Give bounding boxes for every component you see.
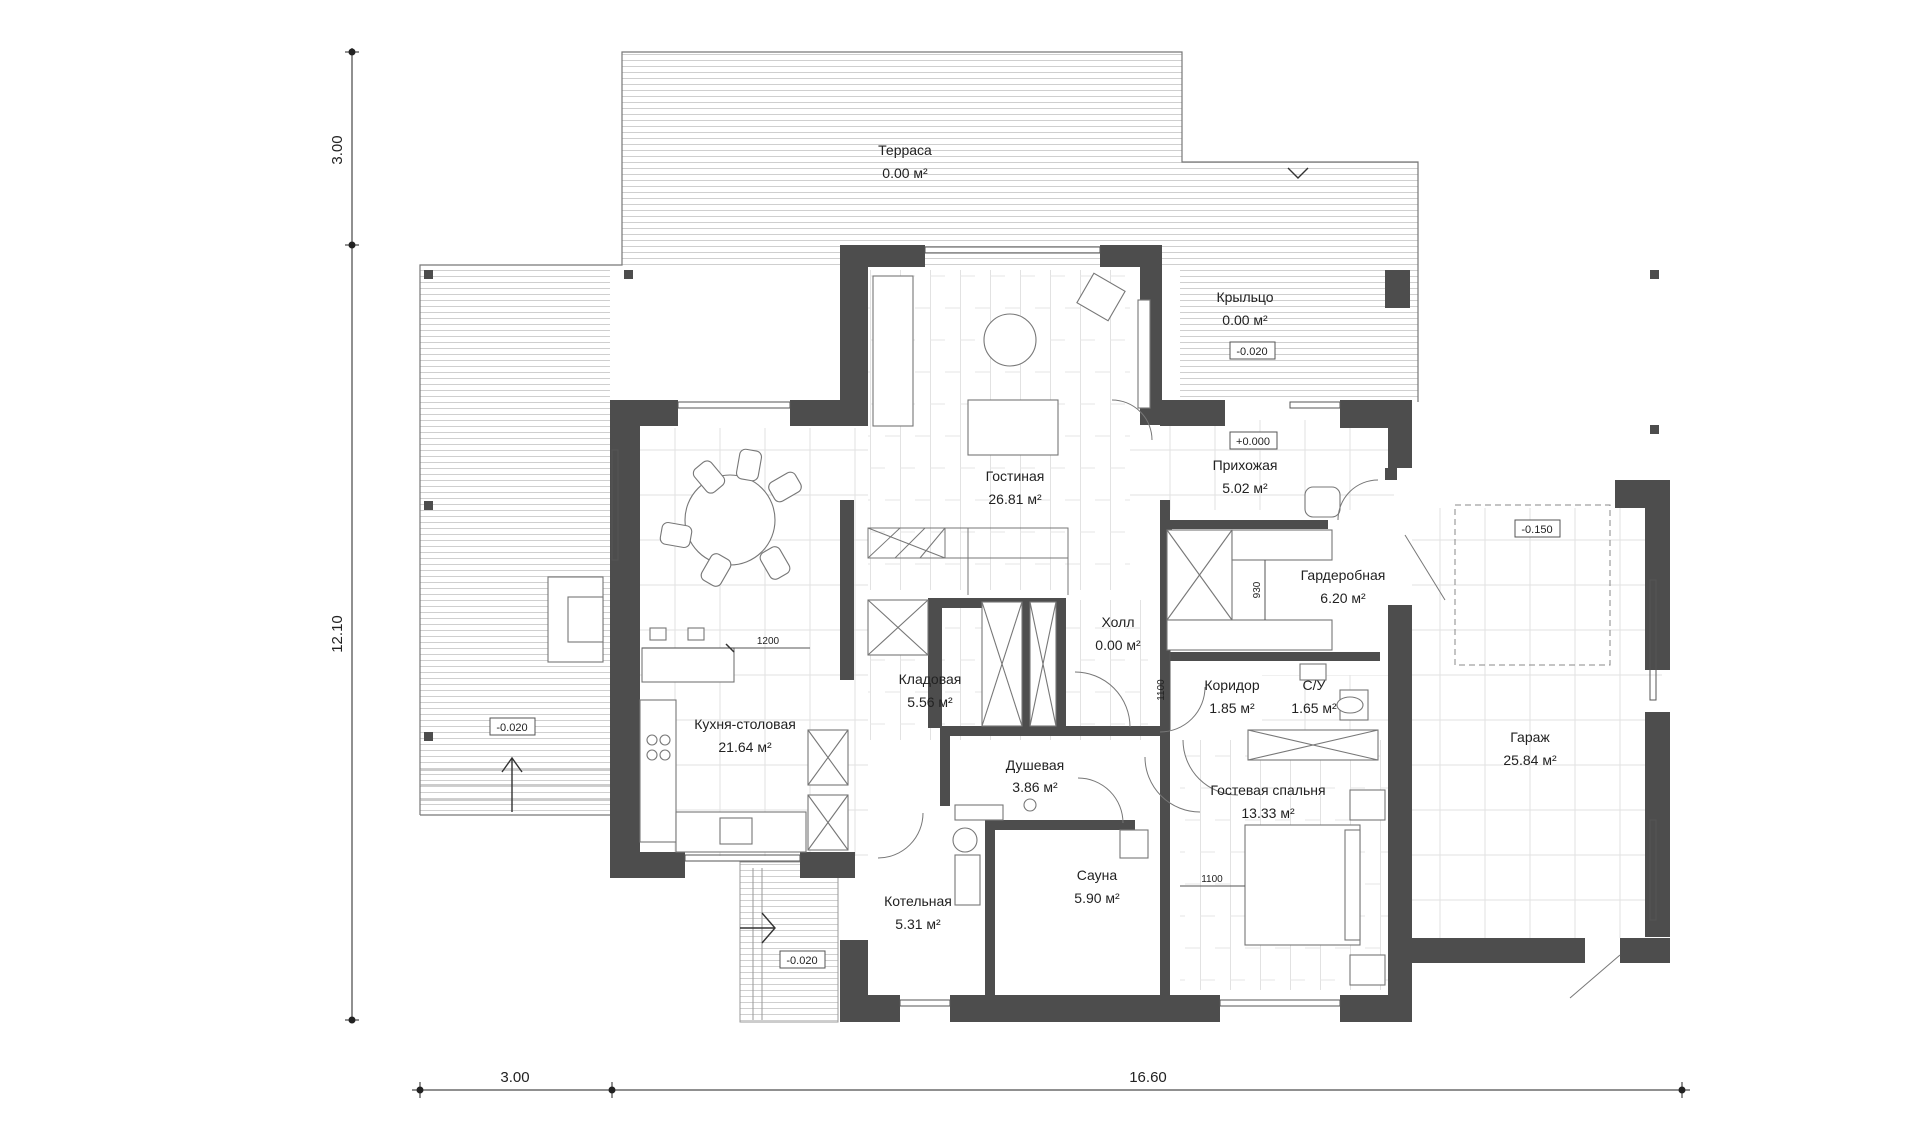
level-marker-terrace: -0.020	[496, 722, 527, 734]
room-name-corridor: Коридор	[1204, 677, 1260, 693]
room-area-shower: 3.86 м²	[1012, 779, 1058, 795]
room-name-living: Гостиная	[986, 468, 1045, 484]
room-name-porch: Крыльцо	[1216, 289, 1273, 305]
room-name-boiler: Котельная	[884, 893, 952, 909]
level-markers: -0.020 +0.000 -0.150 -0.020 -0.020	[489, 341, 1561, 969]
terrace-decking	[419, 51, 1419, 1023]
dim-bedroom-clearance: 1100	[1201, 874, 1223, 885]
dim-left-main: 12.10	[329, 615, 346, 653]
dimension-lines	[345, 48, 1690, 1098]
staircase	[867, 527, 1069, 595]
room-area-porch: 0.00 м²	[1222, 312, 1268, 328]
level-marker-garage: -0.150	[1521, 524, 1552, 536]
room-area-living: 26.81 м²	[988, 491, 1042, 507]
entry-arrows	[501, 167, 1309, 944]
room-name-storage: Кладовая	[899, 671, 962, 687]
furniture	[547, 272, 1386, 986]
dim-wardrobe-clearance: 930	[1252, 581, 1263, 598]
room-name-kitchen: Кухня-столовая	[694, 716, 796, 732]
porch-entry-arrow	[1287, 167, 1309, 179]
room-area-terrace: 0.00 м²	[882, 165, 928, 181]
level-marker-rear: -0.020	[786, 955, 817, 967]
dim-hall-clearance: 1100	[1156, 679, 1167, 701]
inner-dimensions: 1200 930 1100 1100	[642, 560, 1266, 887]
terrace-posts	[424, 270, 1659, 741]
dim-kitchen-clearance: 1200	[757, 636, 780, 647]
room-name-hall: Холл	[1102, 614, 1135, 630]
room-name-wc: С/У	[1303, 677, 1326, 693]
room-area-entry: 5.02 м²	[1222, 480, 1268, 496]
room-area-sauna: 5.90 м²	[1074, 890, 1120, 906]
level-marker-porch: -0.020	[1236, 346, 1267, 358]
room-name-wardrobe: Гардеробная	[1301, 567, 1386, 583]
dim-bottom-left: 3.00	[500, 1069, 529, 1086]
room-area-kitchen: 21.64 м²	[718, 739, 772, 755]
level-marker-floor: +0.000	[1236, 436, 1270, 448]
room-name-guest-bedroom: Гостевая спальня	[1210, 782, 1325, 798]
walls	[610, 245, 1670, 1022]
windows	[611, 246, 1657, 1007]
room-name-terrace: Терраса	[878, 142, 932, 158]
door-swings	[877, 399, 1621, 999]
room-name-sauna: Сауна	[1077, 867, 1118, 883]
garage-overhead-door	[1454, 504, 1611, 666]
room-area-corridor: 1.85 м²	[1209, 700, 1255, 716]
room-name-garage: Гараж	[1510, 729, 1550, 745]
room-area-storage: 5.56 м²	[907, 694, 953, 710]
room-name-shower: Душевая	[1006, 757, 1064, 773]
room-area-wc: 1.65 м²	[1291, 700, 1337, 716]
room-area-guest-bedroom: 13.33 м²	[1241, 805, 1295, 821]
dim-bottom-main: 16.60	[1129, 1069, 1167, 1086]
room-area-garage: 25.84 м²	[1503, 752, 1557, 768]
room-labels: Терраса 0.00 м² Крыльцо 0.00 м² Гостиная…	[694, 142, 1557, 932]
room-area-wardrobe: 6.20 м²	[1320, 590, 1366, 606]
room-name-entry: Прихожая	[1213, 457, 1278, 473]
room-area-boiler: 5.31 м²	[895, 916, 941, 932]
dim-left-top: 3.00	[329, 135, 346, 164]
room-area-hall: 0.00 м²	[1095, 637, 1141, 653]
